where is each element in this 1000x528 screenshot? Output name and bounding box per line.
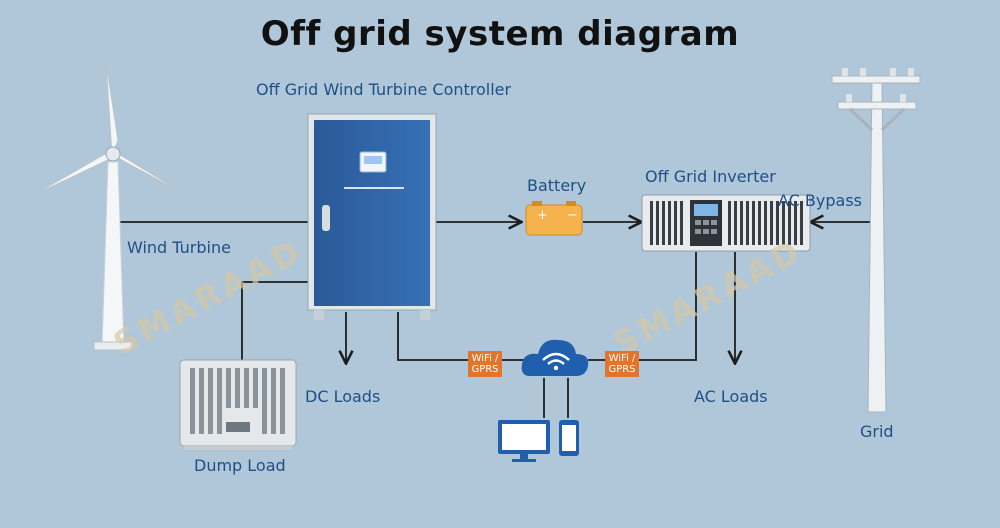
utility-pole-icon [831, 68, 921, 413]
label-ac-bypass: AC Bypass [778, 191, 862, 210]
label-battery: Battery [527, 176, 587, 195]
monitor-icon [498, 420, 550, 462]
phone-icon [559, 420, 579, 456]
tag-line-1: WiFi / [608, 353, 636, 364]
label-ac-loads: AC Loads [694, 387, 768, 406]
page-title: Off grid system diagram [260, 14, 740, 54]
line-controller-cloud [397, 312, 528, 361]
wifi-gprs-tag-left: WiFi / GPRS [468, 351, 502, 377]
wifi-gprs-tag-right: WiFi / GPRS [605, 351, 639, 377]
wind-turbine-icon [31, 61, 189, 351]
label-grid: Grid [860, 422, 894, 441]
dump-load-icon [179, 359, 297, 450]
battery-minus-icon: − [567, 208, 578, 223]
label-controller: Off Grid Wind Turbine Controller [256, 80, 512, 99]
battery-plus-icon: + [537, 208, 548, 223]
tag-line-2: GPRS [608, 364, 636, 375]
line-controller-dumpload [241, 281, 310, 360]
label-wind-turbine: Wind Turbine [127, 238, 231, 257]
tag-line-1: WiFi / [471, 353, 499, 364]
wifi-cloud-icon [521, 339, 589, 376]
battery-icon: + − [525, 201, 583, 236]
label-dc-loads: DC Loads [305, 387, 381, 406]
label-inverter: Off Grid Inverter [645, 167, 776, 186]
controller-cabinet-icon [307, 113, 437, 320]
label-dump-load: Dump Load [194, 456, 286, 475]
tag-line-2: GPRS [471, 364, 499, 375]
inverter-icon [641, 194, 811, 252]
